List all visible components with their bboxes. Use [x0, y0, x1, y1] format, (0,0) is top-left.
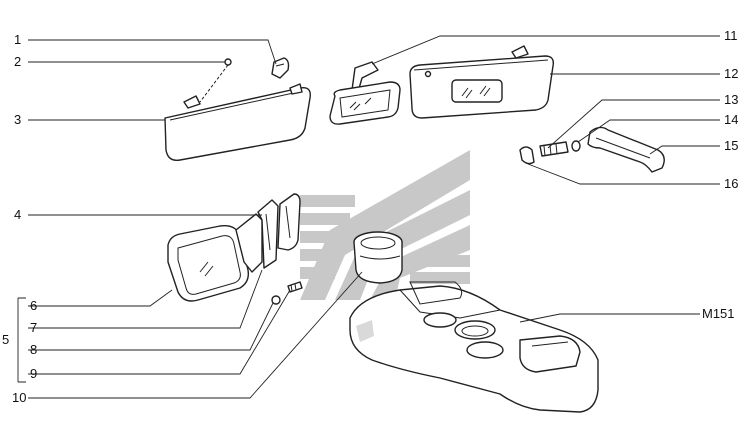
- left-sun-visor: [164, 83, 311, 161]
- callout-16: 16: [724, 176, 738, 191]
- callout-1: 1: [14, 32, 21, 47]
- callout-13: 13: [724, 92, 738, 107]
- callout-10: 10: [12, 390, 26, 405]
- right-sun-visor: [409, 45, 555, 119]
- callout-7: 7: [30, 320, 37, 335]
- leader-lines: [17, 35, 720, 399]
- grab-handle-assembly: [519, 126, 665, 173]
- callout-12: 12: [724, 66, 738, 81]
- callout-11: 11: [724, 28, 738, 43]
- rear-view-mirror: [329, 61, 401, 125]
- door-mirror-assembly: [167, 193, 303, 305]
- visor-clip: [271, 57, 290, 79]
- callout-3: 3: [14, 112, 21, 127]
- callout-4: 4: [14, 207, 21, 222]
- callout-14: 14: [724, 112, 738, 127]
- callout-m151: M151: [702, 306, 735, 321]
- callout-9: 9: [30, 366, 37, 381]
- callout-8: 8: [30, 342, 37, 357]
- callout-2: 2: [14, 54, 21, 69]
- callout-labels: 1 2 3 4 5 6 7 8 9 10 11 12 13 14 15 16 M…: [2, 28, 738, 405]
- callout-5: 5: [2, 332, 9, 347]
- center-console: [349, 281, 599, 413]
- visor-screw: [199, 58, 232, 103]
- callout-15: 15: [724, 138, 738, 153]
- cup-holder: [353, 231, 403, 284]
- callout-6: 6: [30, 298, 37, 313]
